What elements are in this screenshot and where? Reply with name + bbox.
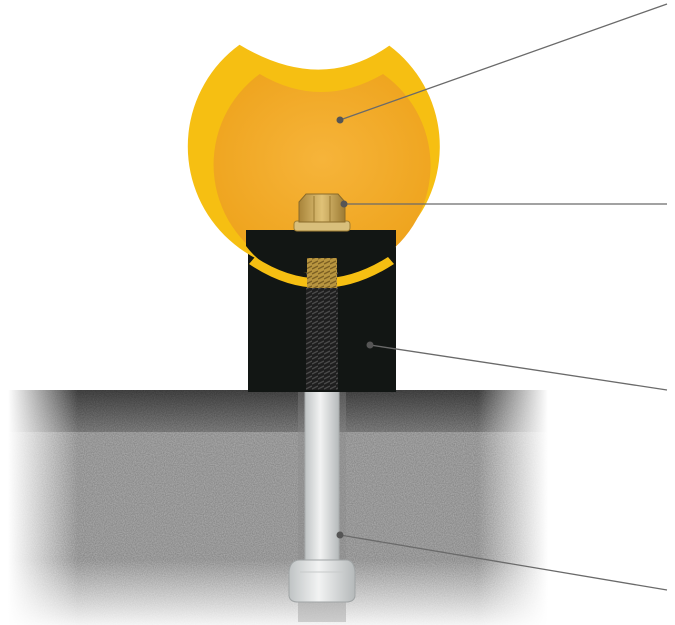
callout-hex-nut (340, 200, 667, 208)
anchor-head (288, 559, 356, 603)
brass-thread-section (307, 258, 337, 288)
hex-nut (298, 193, 346, 223)
leader-dot (340, 200, 348, 208)
yellow-sleeve (187, 44, 440, 288)
sleeve-inner (213, 74, 431, 264)
sleeve-base-cutout (246, 230, 396, 272)
callout-anchor-bolt (336, 531, 668, 591)
callout-base-block (366, 341, 668, 391)
leader-dot (366, 341, 374, 349)
leader-dot (336, 116, 344, 124)
anchor-shank (304, 387, 340, 571)
callout-sleeve (336, 3, 668, 124)
sleeve-lip (249, 257, 394, 288)
ground (8, 390, 548, 625)
leader-dot (336, 531, 344, 539)
